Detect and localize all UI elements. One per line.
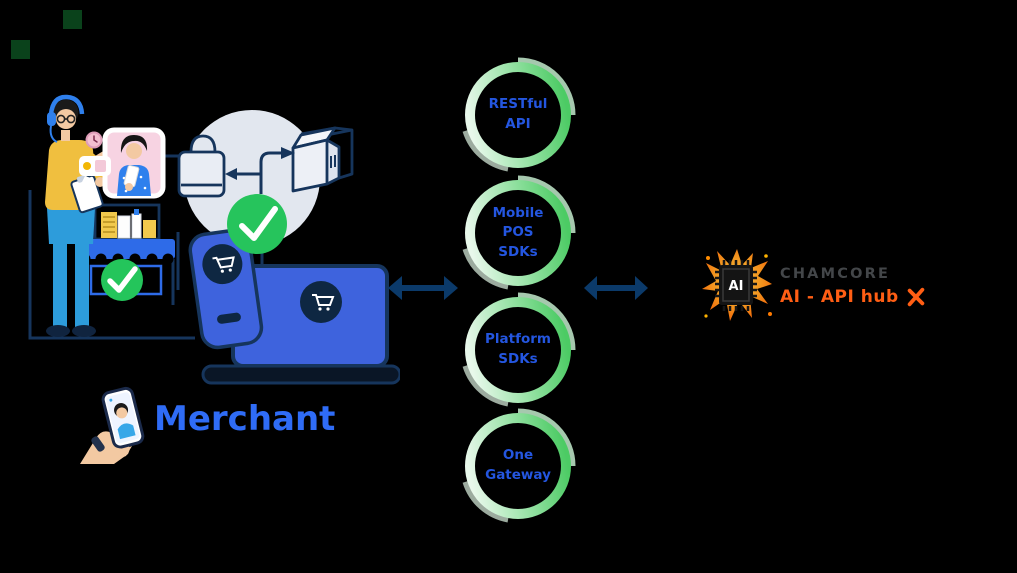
- merchant-illustration: [28, 94, 400, 385]
- green-ring-icon: [462, 57, 576, 172]
- smartphone-icon: [188, 228, 264, 350]
- decor-square-2: [11, 40, 30, 59]
- cart-icon: [312, 294, 335, 311]
- headset-icon: [48, 94, 85, 115]
- store-counter: [77, 239, 175, 296]
- green-ring-icon: [462, 408, 576, 523]
- x-doodle-icon: [907, 287, 924, 306]
- bidirectional-arrow-right: [584, 276, 648, 300]
- brand-text-block: CHAMCORE AI - API hub: [780, 266, 926, 307]
- bidirectional-arrow-left: [388, 276, 458, 300]
- package-box-icon: [291, 126, 354, 193]
- check-circle-icon-small: [101, 259, 143, 301]
- brand-tagline: AI - API hub: [780, 286, 899, 307]
- green-ring-icon: [462, 175, 576, 290]
- chip-label: AI: [729, 279, 744, 294]
- api-circle-label: One Gateway: [485, 447, 551, 483]
- api-circle-mobile-pos-sdks: Mobile POS SDKs: [458, 173, 578, 293]
- api-circle-one-gateway: One Gateway: [458, 406, 578, 526]
- parcel-bag-icon: [177, 134, 226, 198]
- check-circle-icon: [227, 194, 287, 254]
- order-flow-arrows: [225, 147, 295, 194]
- merchant-label: Merchant: [154, 399, 336, 439]
- gray-background-circle: [184, 110, 320, 246]
- hand-holding-phone-icon: [80, 386, 145, 464]
- api-circle-label: Mobile POS SDKs: [492, 204, 544, 260]
- merchant-label-row: Merchant: [80, 386, 380, 468]
- api-circle-restful-api: RESTful API: [458, 55, 578, 175]
- chat-bubble-icon: [79, 156, 111, 184]
- ai-chip-icon: AI: [702, 249, 772, 321]
- video-call-panel: [102, 127, 166, 199]
- chamcore-logo: AI CHAMCORE AI - API hub: [700, 246, 926, 326]
- brand-tagline-row: AI - API hub: [780, 287, 926, 307]
- laptop-icon: [201, 264, 400, 385]
- brand-name: CHAMCORE: [780, 265, 891, 282]
- api-circle-platform-sdks: Platform SDKs: [458, 290, 578, 410]
- cart-icon: [212, 256, 235, 273]
- clock-icon: [85, 131, 103, 149]
- decor-square-1: [63, 10, 82, 29]
- product-shelf: [93, 203, 161, 241]
- api-circle-label: RESTful API: [488, 96, 548, 132]
- api-circle-label: Platform SDKs: [485, 331, 551, 367]
- green-ring-icon: [462, 292, 576, 407]
